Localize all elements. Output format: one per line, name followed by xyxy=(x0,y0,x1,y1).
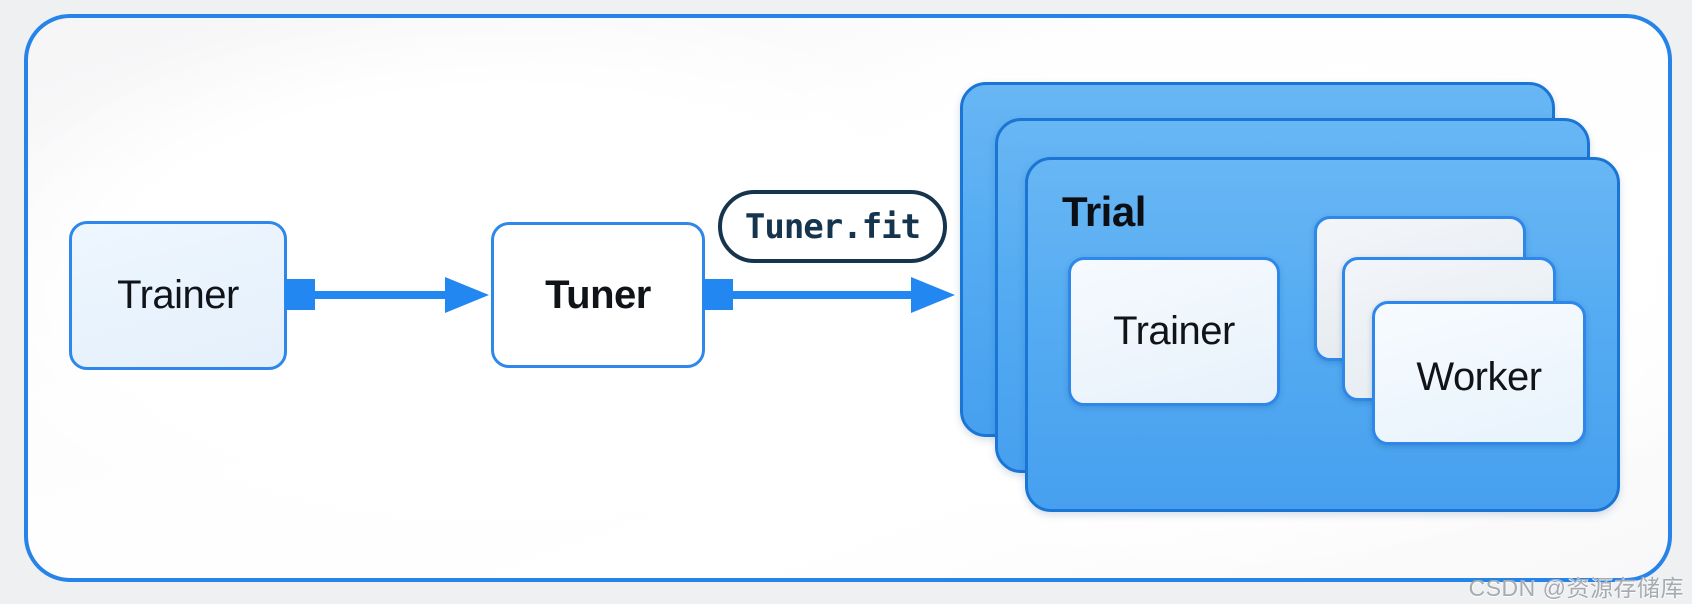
arrow-shaft xyxy=(313,291,447,299)
arrow-head-icon xyxy=(911,277,955,313)
node-trainer-label: Trainer xyxy=(117,273,239,317)
node-tuner: Tuner xyxy=(491,222,705,368)
node-tuner-label: Tuner xyxy=(545,272,651,317)
node-trial-trainer-label: Trainer xyxy=(1113,309,1235,353)
tuner-fit-badge: Tuner.fit xyxy=(718,190,947,263)
tuner-fit-label: Tuner.fit xyxy=(744,206,921,247)
trial-card-title: Trial xyxy=(1062,188,1146,235)
worker-card-label: Worker xyxy=(1416,354,1542,399)
node-trainer: Trainer xyxy=(69,221,287,370)
arrow-stub xyxy=(703,279,733,310)
worker-card-front: Worker xyxy=(1372,301,1586,445)
arrow-stub xyxy=(285,279,315,310)
node-trial-trainer: Trainer xyxy=(1068,257,1280,406)
arrow-shaft xyxy=(731,291,913,299)
watermark: CSDN @资源存储库 xyxy=(1468,575,1684,601)
arrow-head-icon xyxy=(445,277,489,313)
trial-card-front: Trial Trainer Worker xyxy=(1025,157,1620,512)
